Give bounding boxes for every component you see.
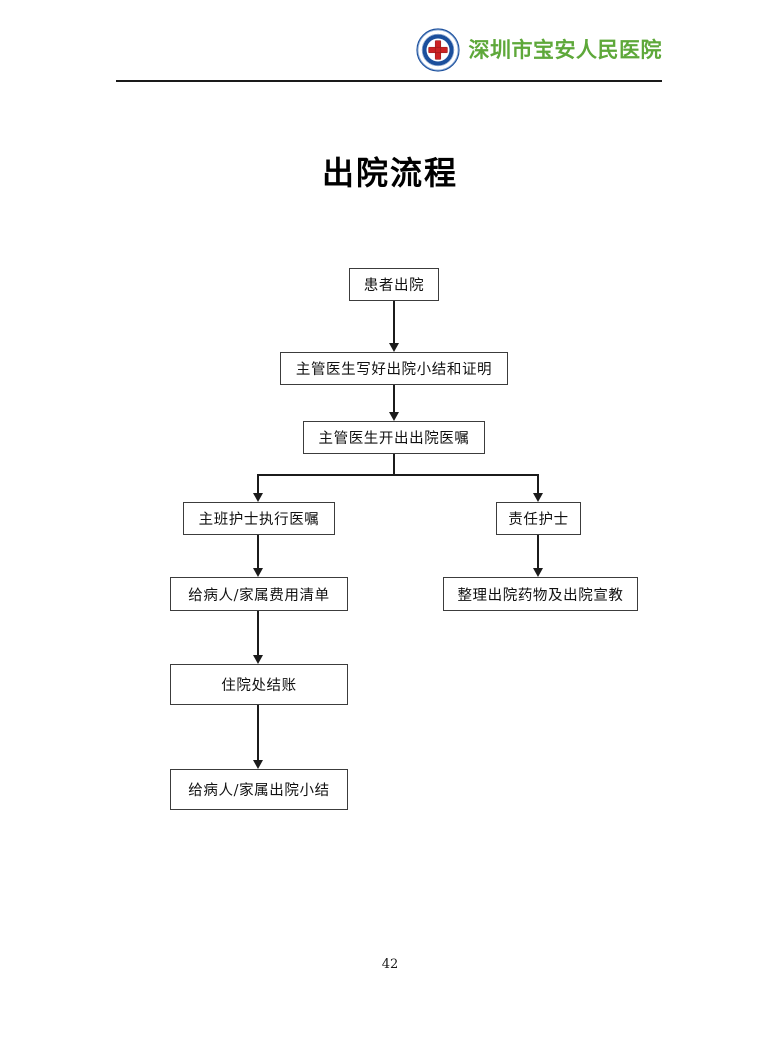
connector-n6-n8 bbox=[257, 611, 259, 655]
connector-branch-right-leg bbox=[537, 474, 539, 493]
flow-node-label: 给病人/家属出院小结 bbox=[188, 783, 330, 799]
flow-node-doctor-writes-summary[interactable]: 主管医生写好出院小结和证明 bbox=[280, 352, 508, 385]
flow-node-doctor-issues-orders[interactable]: 主管医生开出出院医嘱 bbox=[303, 421, 485, 454]
flow-node-label: 主班护士执行医嘱 bbox=[198, 512, 320, 528]
page-header: 深圳市宝安人民医院 bbox=[0, 0, 780, 90]
flow-node-label: 给病人/家属费用清单 bbox=[188, 587, 330, 604]
hospital-name-label: 深圳市宝安人民医院 bbox=[468, 37, 662, 62]
flow-node-label: 患者出院 bbox=[363, 278, 425, 294]
connector-n8-n9 bbox=[257, 705, 259, 760]
flow-node-prepare-medication-education[interactable]: 整理出院药物及出院宣教 bbox=[443, 577, 638, 611]
flow-node-label: 主管医生写好出院小结和证明 bbox=[295, 362, 493, 378]
header-divider bbox=[116, 80, 662, 82]
arrowhead-n2-n3 bbox=[388, 412, 399, 421]
arrowhead-n5-n7 bbox=[532, 568, 543, 577]
flow-node-label: 整理出院药物及出院宣教 bbox=[457, 587, 624, 604]
arrowhead-n1-n2 bbox=[388, 343, 399, 352]
connector-n3-branch-stem bbox=[393, 454, 395, 476]
arrowhead-n4-n6 bbox=[252, 568, 263, 577]
flow-node-give-discharge-summary[interactable]: 给病人/家属出院小结 bbox=[170, 769, 348, 810]
flow-node-label: 责任护士 bbox=[508, 512, 569, 528]
connector-n5-n7 bbox=[537, 535, 539, 568]
page-title: 出院流程 bbox=[321, 154, 458, 192]
flow-node-responsible-nurse[interactable]: 责任护士 bbox=[496, 502, 581, 535]
flow-node-inpatient-office-settlement[interactable]: 住院处结账 bbox=[170, 664, 348, 705]
connector-branch-bar bbox=[258, 474, 539, 476]
flow-node-head-nurse-executes-orders[interactable]: 主班护士执行医嘱 bbox=[183, 502, 335, 535]
page-number: 42 bbox=[381, 957, 399, 972]
flow-node-label: 主管医生开出出院医嘱 bbox=[318, 431, 470, 447]
flow-node-patient-discharge[interactable]: 患者出院 bbox=[349, 268, 439, 301]
hospital-cross-emblem-icon bbox=[415, 28, 460, 72]
arrowhead-branch-n5 bbox=[532, 493, 543, 502]
connector-n2-n3 bbox=[393, 385, 395, 412]
flow-node-label: 住院处结账 bbox=[221, 678, 297, 694]
hospital-brand: 深圳市宝安人民医院 bbox=[415, 28, 663, 72]
connector-n1-n2 bbox=[393, 301, 395, 343]
arrowhead-n6-n8 bbox=[252, 655, 263, 664]
arrowhead-n8-n9 bbox=[252, 760, 263, 769]
arrowhead-branch-n4 bbox=[252, 493, 263, 502]
connector-branch-left-leg bbox=[257, 474, 259, 493]
connector-n4-n6 bbox=[257, 535, 259, 568]
flow-node-give-fee-list[interactable]: 给病人/家属费用清单 bbox=[170, 577, 348, 611]
